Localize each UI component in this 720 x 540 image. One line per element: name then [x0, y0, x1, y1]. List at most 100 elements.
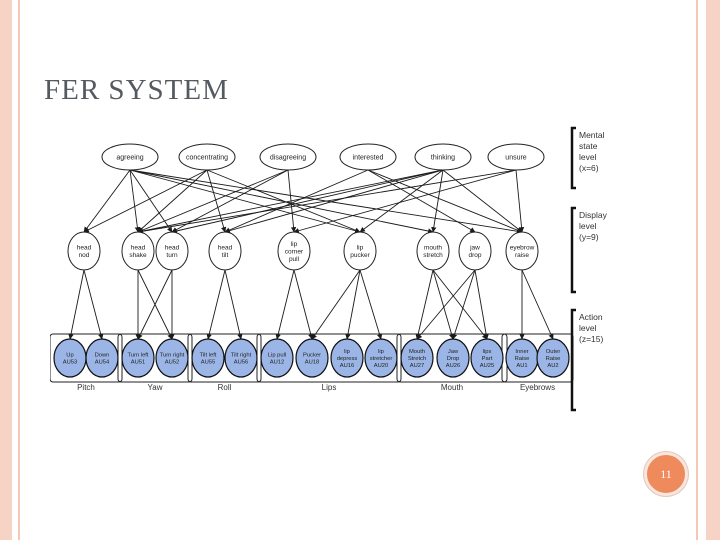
- mental-state-node-concentrating: concentrating: [178, 143, 236, 171]
- action-group-label: Yaw: [148, 383, 163, 392]
- slide-title: FER SYSTEM: [44, 74, 229, 106]
- edge-display-action-1: [83, 269, 104, 340]
- edge-mental-display-1: [129, 169, 141, 233]
- mental-state-label: unsure: [505, 154, 527, 161]
- display-ellipse: [343, 231, 377, 271]
- edge-mental-display-3: [129, 169, 361, 234]
- display-ellipse: [121, 231, 155, 271]
- action-unit-ellipse: [260, 338, 294, 378]
- mental-state-node-disagreeing: disagreeing: [259, 143, 317, 171]
- mental-level-bracket: [570, 126, 576, 190]
- edge-mental-display-13: [224, 169, 369, 233]
- action-group-label: Mouth: [441, 383, 463, 392]
- edge-mental-display-16: [137, 169, 444, 234]
- edge-display-action-10: [311, 269, 361, 340]
- edge-display-action-7: [224, 269, 243, 340]
- mental-state-label: disagreeing: [270, 154, 306, 161]
- mental-state-ellipse: [487, 143, 545, 171]
- edge-mental-display-2: [129, 169, 173, 233]
- mental-state-ellipse: [414, 143, 472, 171]
- mental-state-label: interested: [353, 154, 384, 161]
- action-unit-ellipse: [536, 338, 570, 378]
- edge-mental-display-18: [224, 169, 444, 234]
- edge-mental-display-9: [206, 169, 361, 233]
- edge-display-action-17: [451, 269, 476, 340]
- display-level-bracket: [570, 206, 576, 294]
- action-unit-ellipse: [330, 338, 364, 378]
- edge-display-action-15: [432, 269, 488, 340]
- mental-state-node-agreeing: agreeing: [101, 143, 159, 171]
- action-unit-ellipse: [470, 338, 504, 378]
- slide-frame-right-line: [696, 0, 698, 540]
- action-level-bracket: [570, 308, 576, 412]
- edge-mental-display-22: [137, 169, 517, 234]
- display-ellipse: [416, 231, 450, 271]
- action-group-label: Eyebrows: [520, 383, 555, 392]
- edge-mental-display-15: [367, 169, 523, 233]
- display-ellipse: [458, 231, 492, 271]
- edge-display-action-0: [68, 269, 85, 340]
- edge-display-action-11: [345, 269, 361, 340]
- diagram-nodes: agreeing concentrating disagreeing interest…: [53, 143, 570, 378]
- mental-state-ellipse: [259, 143, 317, 171]
- action-group-label: Pitch: [77, 383, 95, 392]
- slide-frame-left: [0, 0, 12, 540]
- edge-mental-display-10: [137, 169, 289, 233]
- edge-display-action-12: [359, 269, 383, 340]
- action-unit-ellipse: [295, 338, 329, 378]
- mental-state-ellipse: [178, 143, 236, 171]
- edge-display-action-14: [432, 269, 455, 340]
- display-ellipse: [67, 231, 101, 271]
- display-ellipse: [155, 231, 189, 271]
- action-unit-ellipse: [436, 338, 470, 378]
- edge-mental-display-11: [171, 169, 289, 233]
- display-ellipse: [208, 231, 242, 271]
- edge-display-action-18: [474, 269, 489, 340]
- mental-state-ellipse: [101, 143, 159, 171]
- action-unit-ellipse: [85, 338, 119, 378]
- diagram-edges: [68, 169, 554, 340]
- edge-mental-display-17: [171, 169, 444, 234]
- action-unit-ellipse: [364, 338, 398, 378]
- mental-state-node-interested: interested: [339, 143, 397, 171]
- mental-state-ellipse: [339, 143, 397, 171]
- action-unit-ellipse: [191, 338, 225, 378]
- edge-mental-display-7: [137, 169, 208, 233]
- action-unit-ellipse: [400, 338, 434, 378]
- slide-frame-left-line: [18, 0, 20, 540]
- mental-state-node-thinking: thinking: [414, 143, 472, 171]
- action-group-label: Roll: [218, 383, 232, 392]
- page-number-badge: 11: [644, 452, 688, 496]
- edge-mental-display-21: [442, 169, 523, 233]
- edge-display-action-16: [416, 269, 476, 340]
- edge-mental-display-6: [83, 169, 208, 233]
- edge-mental-display-20: [431, 169, 444, 233]
